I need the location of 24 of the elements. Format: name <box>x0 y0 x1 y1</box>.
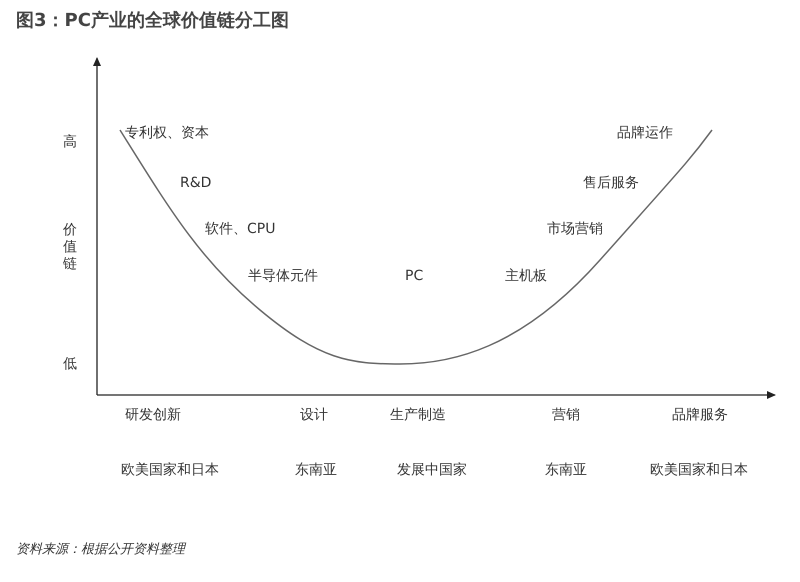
curve-label: PC <box>405 267 424 285</box>
curve-label: 市场营销 <box>547 220 603 238</box>
axis-label: 低 <box>63 355 77 373</box>
curve-label: R&D <box>180 174 212 192</box>
curve-label: 软件、CPU <box>205 220 276 238</box>
curve-label: 主机板 <box>505 267 547 285</box>
stage-label: 品牌服务 <box>672 406 728 424</box>
source-note: 资料来源：根据公开资料整理 <box>16 541 185 558</box>
axis-label: 高 <box>63 133 77 151</box>
chart-title: 图3：PC产业的全球价值链分工图 <box>16 9 289 32</box>
region-label: 东南亚 <box>545 461 587 479</box>
curve-label: 半导体元件 <box>248 267 318 285</box>
stage-label: 设计 <box>300 406 328 424</box>
region-label: 发展中国家 <box>397 461 467 479</box>
region-label: 东南亚 <box>295 461 337 479</box>
curve-label: 品牌运作 <box>617 124 673 142</box>
curve-label: 专利权、资本 <box>125 124 209 142</box>
stage-label: 研发创新 <box>125 406 181 424</box>
stage-label: 生产制造 <box>390 406 446 424</box>
region-label: 欧美国家和日本 <box>121 461 219 479</box>
curve-label: 售后服务 <box>583 174 639 192</box>
stage-label: 营销 <box>552 406 580 424</box>
region-label: 欧美国家和日本 <box>650 461 748 479</box>
axis-title: 价值链 <box>63 222 78 272</box>
